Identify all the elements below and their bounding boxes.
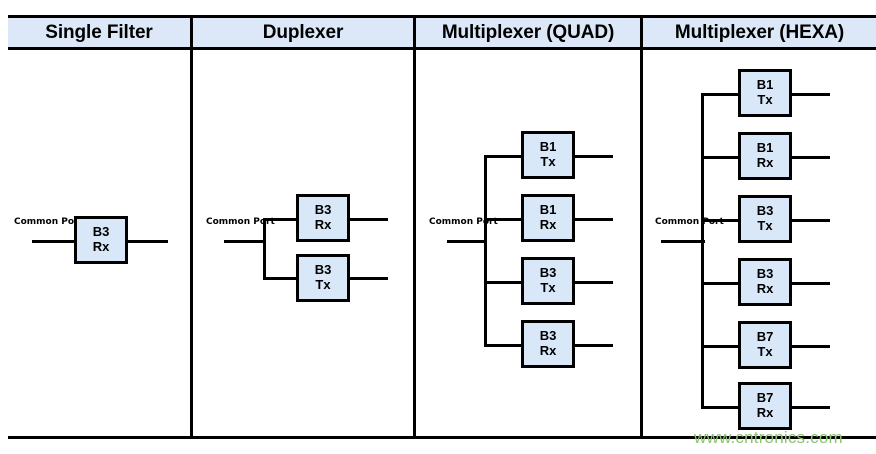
wire-output-b7-tx [790,345,830,348]
filter-box-b1-rx: B1 Rx [521,194,575,242]
filter-box-b7-rx: B7 Rx [738,382,792,430]
filter-band: B3 [314,202,332,218]
column-divider-1 [190,15,193,439]
wire-bus-duplexer [263,218,266,280]
wire-bus-multiplexer-hexa [701,93,704,406]
filter-direction: Rx [539,217,557,232]
filter-box-b3-tx: B3 Tx [738,195,792,243]
filter-box-b3-rx: B3 Rx [296,194,350,242]
wire-output-b3-tx [790,219,830,222]
wire-branch-b3-tx [263,277,303,280]
common-port-line1: Common [206,217,251,227]
wire-branch-b1-rx [484,218,524,221]
wire-common-input-single-filter [32,240,76,243]
common-port-label-multiplexer-quad: Common Port [429,217,498,227]
wire-output-b1-rx [573,218,613,221]
column-header-multiplexer-hexa: Multiplexer (HEXA) [674,21,845,43]
filter-direction: Rx [539,343,557,358]
filter-box-b3-rx: B3 Rx [521,320,575,368]
column-divider-2 [413,15,416,439]
common-port-line1: Common [655,217,700,227]
filter-band: B1 [756,77,774,93]
column-header-multiplexer-quad: Multiplexer (QUAD) [441,21,615,43]
filter-band: B7 [756,329,774,345]
wire-branch-b1-rx [701,156,741,159]
wire-branch-b7-tx [701,345,741,348]
filter-box-b1-tx: B1 Tx [738,69,792,117]
common-port-line2: Port [702,217,724,227]
wire-output-b1-tx [573,155,613,158]
column-divider-3 [640,15,643,439]
filter-direction: Rx [756,405,774,420]
wire-branch-b1-tx [701,93,741,96]
filter-box-b1-tx: B1 Tx [521,131,575,179]
table-bottom-rule [8,436,876,439]
filter-band: B3 [756,266,774,282]
common-port-label-multiplexer-hexa: Common Port [655,217,724,227]
wire-branch-b1-tx [484,155,524,158]
filter-direction: Rx [314,217,332,232]
wire-branch-b3-rx [484,344,524,347]
common-port-line1: Common [14,217,59,227]
wire-output-b1-rx [790,156,830,159]
column-header-single-filter: Single Filter [45,21,153,43]
filter-box-b3-rx: B3 Rx [74,216,128,264]
filter-direction: Tx [757,92,773,107]
filter-band: B3 [92,224,110,240]
wire-branch-b3-rx [263,218,303,221]
wire-common-input-duplexer [224,240,266,243]
filter-direction: Tx [757,344,773,359]
filter-box-b1-rx: B1 Rx [738,132,792,180]
filter-band: B7 [756,390,774,406]
filter-band: B3 [756,203,774,219]
filter-band: B3 [314,262,332,278]
wire-output-b3-tx [573,281,613,284]
wire-branch-b3-tx [701,219,741,222]
wire-output-b7-rx [790,406,830,409]
filter-direction: Tx [757,218,773,233]
filter-band: B3 [539,265,557,281]
wire-output-b1-tx [790,93,830,96]
common-port-line2: Port [61,217,83,227]
common-port-label-single-filter: Common Port [14,217,83,227]
filter-band: B3 [539,328,557,344]
wire-bus-multiplexer-quad [484,155,487,345]
wire-output-b3-rx [573,344,613,347]
wire-branch-b3-tx [484,281,524,284]
filter-band: B1 [539,139,557,155]
common-port-line2: Port [253,217,275,227]
wire-output-b3-tx [348,277,388,280]
wire-branch-b7-rx [701,406,741,409]
wire-output-b3-rx [790,282,830,285]
table-header-row: Single Filter Duplexer Multiplexer (QUAD… [8,15,876,50]
wire-output-b3-rx [126,240,168,243]
filter-direction: Rx [756,281,774,296]
filter-box-b3-tx: B3 Tx [296,254,350,302]
wire-common-input-multiplexer-quad [447,240,487,243]
common-port-line2: Port [476,217,498,227]
filter-direction: Tx [540,280,556,295]
wire-common-input-multiplexer-hexa [661,240,705,243]
filter-box-b7-tx: B7 Tx [738,321,792,369]
watermark-cntronics: www.cntronics.com [694,428,843,447]
wire-branch-b3-rx [701,282,741,285]
filter-direction: Rx [756,155,774,170]
wire-output-b3-rx [348,218,388,221]
filter-band: B1 [539,202,557,218]
filter-box-b3-tx: B3 Tx [521,257,575,305]
filter-direction: Rx [92,239,110,254]
filter-direction: Tx [315,277,331,292]
common-port-line1: Common [429,217,474,227]
column-header-duplexer: Duplexer [262,21,344,43]
filter-band: B1 [756,140,774,156]
filter-direction: Tx [540,154,556,169]
filter-box-b3-rx: B3 Rx [738,258,792,306]
common-port-label-duplexer: Common Port [206,217,275,227]
